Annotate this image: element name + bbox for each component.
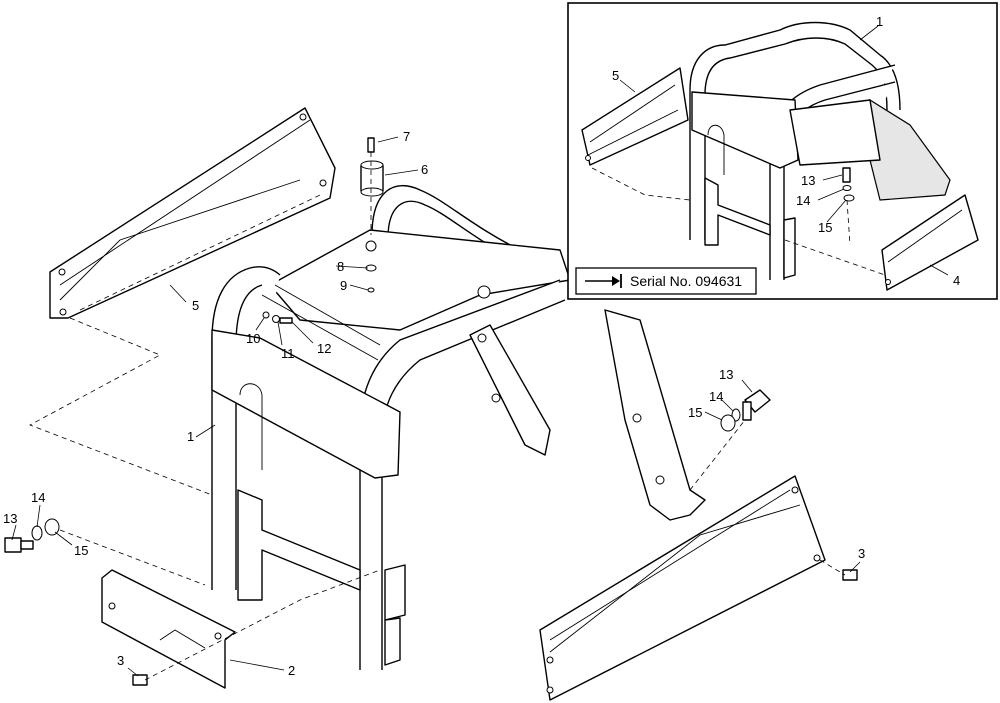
screw (367, 137, 375, 235)
callout-9: 9 (340, 278, 347, 293)
nut-9 (367, 287, 375, 293)
serial-number-box: Serial No. 094631 (575, 267, 757, 295)
callout-14-left: 14 (31, 490, 45, 505)
bolt-3-right (842, 569, 858, 581)
callout-3-left: 3 (117, 653, 124, 668)
assembly-dashed-lines (29, 317, 846, 681)
callout-7: 7 (403, 129, 410, 144)
left-side-panel (49, 107, 336, 319)
right-extension-arm (604, 309, 706, 521)
callout-8: 8 (337, 259, 344, 274)
callout-6: 6 (421, 162, 428, 177)
callout-4-inset: 4 (953, 273, 960, 288)
callout-5-inset: 5 (612, 68, 619, 83)
callout-1-main: 1 (187, 429, 194, 444)
callout-15-inset: 15 (818, 220, 832, 235)
bottom-plate (101, 569, 236, 689)
roll-bar-frame (211, 185, 571, 670)
bushing (360, 160, 384, 197)
serial-number-label: Serial No. 094631 (630, 273, 742, 289)
callout-13-right: 13 (719, 367, 733, 382)
left-bolt-set (4, 518, 60, 553)
callout-13-inset: 13 (801, 173, 815, 188)
leader-lines (11, 136, 861, 677)
arrow-to-bar-icon (585, 274, 622, 288)
callout-10: 10 (246, 331, 260, 346)
callout-3-right: 3 (858, 546, 865, 561)
callout-14-inset: 14 (796, 193, 810, 208)
inset-detail: 1 5 4 13 14 15 Serial No. 094631 (567, 2, 998, 300)
right-bolt-set (720, 389, 771, 432)
right-side-panel (539, 475, 826, 701)
callout-14-right: 14 (709, 389, 723, 404)
callout-12: 12 (317, 341, 331, 356)
fastener-set-10-11-12 (262, 311, 293, 324)
callout-1-inset: 1 (876, 14, 883, 29)
callout-11: 11 (281, 346, 295, 361)
callout-13-left: 13 (3, 511, 17, 526)
callout-5-main: 5 (192, 298, 199, 313)
callout-15-right: 15 (688, 405, 702, 420)
bolt-3-left (132, 674, 148, 686)
callout-15-left: 15 (74, 543, 88, 558)
callout-2: 2 (288, 663, 295, 678)
